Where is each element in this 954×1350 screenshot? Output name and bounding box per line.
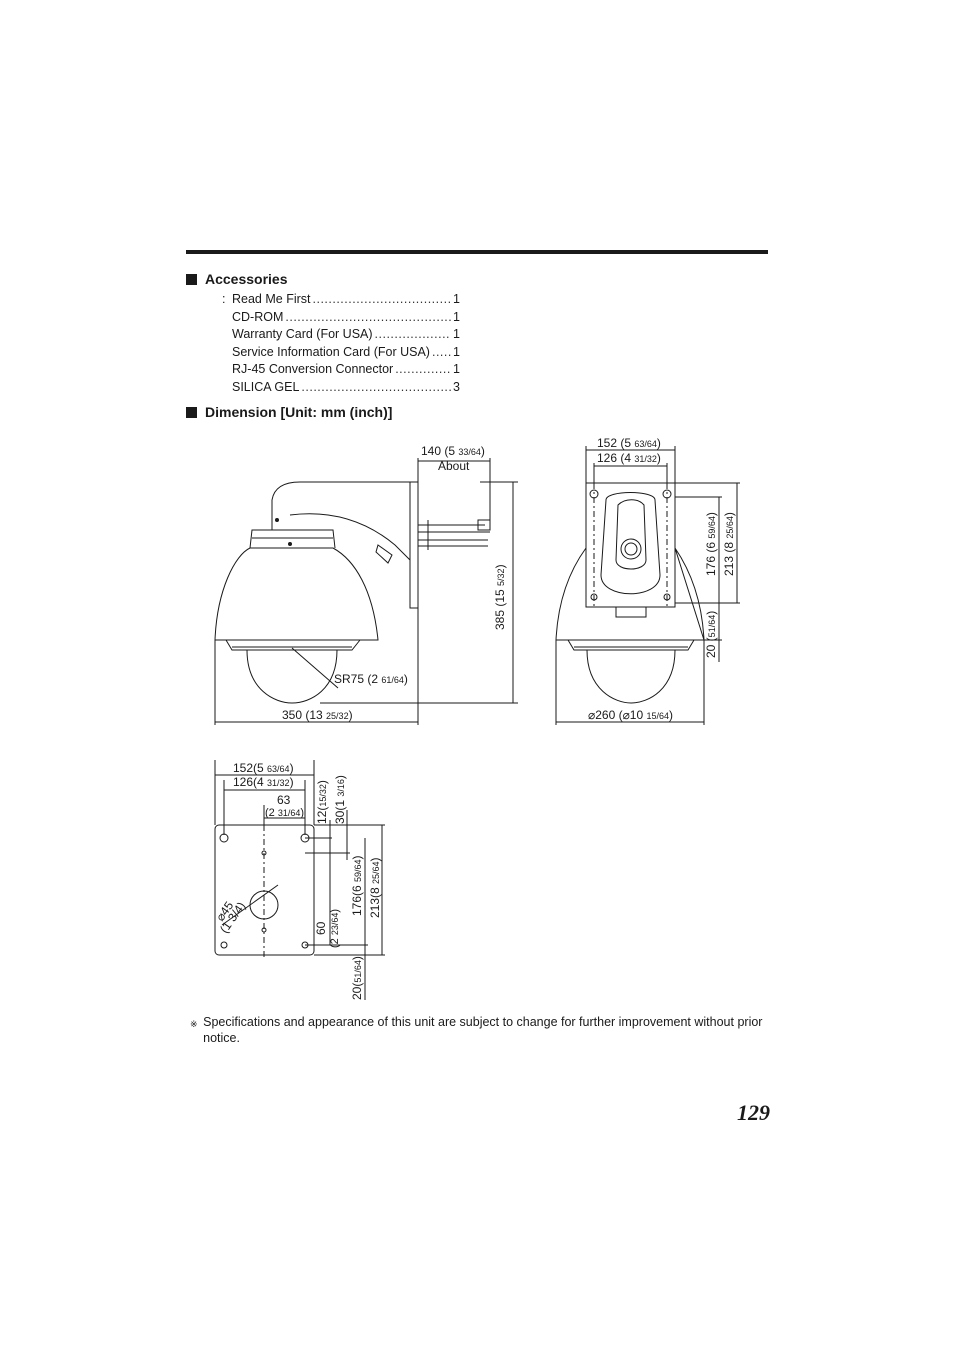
- dim-213: 213 (8 25/64): [722, 512, 736, 576]
- list-item: Service Information Card (For USA) 1: [222, 345, 460, 363]
- square-bullet-icon: [186, 406, 197, 418]
- plate-dim-176: 176(6 59/64): [350, 855, 364, 916]
- plate-dim-63: 63: [277, 793, 291, 807]
- dim-260: ⌀260 (⌀10 15/64): [588, 708, 673, 722]
- plate-dim-60: 60: [314, 921, 328, 935]
- plate-dim-126: 126(4 31/32): [233, 775, 294, 789]
- dimension-heading: Dimension [Unit: mm (inch)]: [186, 404, 392, 420]
- plate-dim-12: 12(15/32): [315, 780, 329, 824]
- dim-152: 152 (5 63/64): [597, 436, 661, 450]
- accessories-heading: Accessories: [186, 271, 288, 287]
- accessories-list: : Read Me First 1 CD-ROM 1 Warranty Card…: [222, 292, 460, 398]
- plate-dim-20: 20(51/64): [350, 956, 364, 1000]
- dim-sr75: SR75 (2 61/64): [334, 672, 408, 686]
- plate-dim-213: 213(8 25/64): [368, 857, 382, 918]
- dim-385: 385 (15 5/32): [493, 564, 507, 630]
- screw-dot: [288, 542, 292, 546]
- dim-350: 350 (13 25/32): [282, 708, 353, 722]
- list-item: SILICA GEL 3: [222, 380, 460, 398]
- screw-dot: [275, 518, 279, 522]
- square-bullet-icon: [186, 273, 197, 285]
- dim-20: 20 (51/64): [704, 611, 718, 658]
- dim-176: 176 (6 59/64): [704, 512, 718, 576]
- header-rule: [186, 250, 768, 254]
- reference-mark-icon: ※: [190, 1019, 198, 1029]
- list-item: : Read Me First 1: [222, 292, 460, 310]
- dim-126: 126 (4 31/32): [597, 451, 661, 465]
- dim-about: About: [438, 459, 470, 473]
- plate-dim-60-inch: (2 23/64): [329, 909, 341, 948]
- plate-dim-63-inch: (2 31/64): [265, 807, 304, 819]
- side-view-drawing: [214, 458, 518, 725]
- list-item: Warranty Card (For USA) 1: [222, 327, 460, 345]
- page-number: 129: [737, 1100, 770, 1125]
- list-item: CD-ROM 1: [222, 310, 460, 328]
- dim-140: 140 (5 33/64): [421, 444, 485, 458]
- spec-note: ※ Specifications and appearance of this …: [190, 1015, 763, 1045]
- plate-dim-30: 30(1 3/16): [333, 775, 347, 824]
- list-item: RJ-45 Conversion Connector 1: [222, 362, 460, 380]
- front-view-drawing: [555, 446, 740, 725]
- mount-plate-drawing: [214, 760, 385, 1000]
- plate-dim-152: 152(5 63/64): [233, 761, 294, 775]
